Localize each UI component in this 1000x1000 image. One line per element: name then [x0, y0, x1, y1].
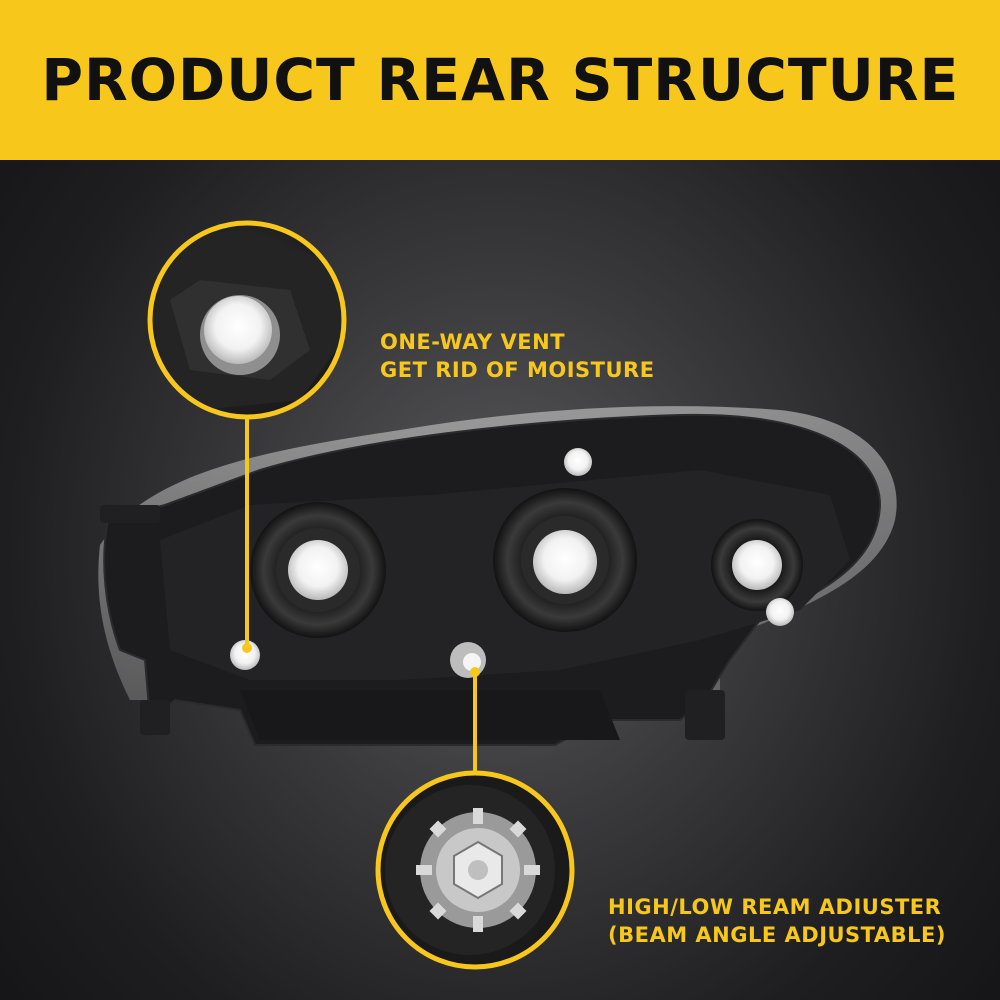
vent-zoom-circle [147, 220, 347, 420]
vent-callout-line2: GET RID OF MOISTURE [380, 358, 655, 382]
adjuster-zoom-circle [375, 770, 575, 970]
headlight-housing [98, 406, 897, 746]
adjuster-callout-line2: (BEAM ANGLE ADJUSTABLE) [608, 923, 946, 947]
adjuster-callout-line1: HIGH/LOW REAM ADIUSTER [608, 895, 942, 919]
vent-callout-line1: ONE-WAY VENT [380, 330, 566, 354]
title-banner: PRODUCT REAR STRUCTURE [0, 0, 1000, 160]
vent-callout: ONE-WAY VENT GET RID OF MOISTURE [380, 328, 655, 384]
adjuster-gear-icon [416, 808, 540, 932]
adjuster-callout: HIGH/LOW REAM ADIUSTER (BEAM ANGLE ADJUS… [608, 893, 946, 949]
page-title: PRODUCT REAR STRUCTURE [41, 46, 959, 114]
vent-cap-icon [200, 295, 280, 375]
